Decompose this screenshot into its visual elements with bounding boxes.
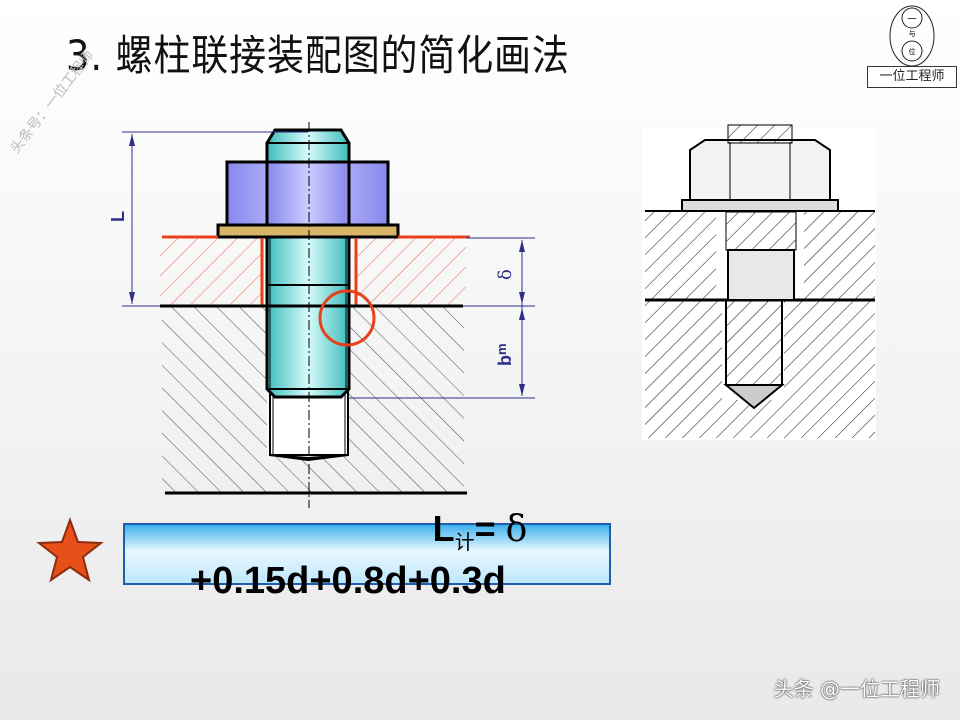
- watermark-bottom-right: 头条 @一位工程师: [773, 677, 940, 701]
- dimension-delta: δ: [495, 269, 516, 280]
- formula-line2: +0.15d+0.8d+0.3d: [190, 560, 506, 602]
- dimension-L: L: [108, 211, 128, 222]
- washer: [216, 223, 400, 239]
- stud-assembly-illustration: [642, 124, 876, 440]
- svg-text:一: 一: [907, 15, 916, 25]
- logo-text: 一位工程师: [867, 66, 957, 88]
- formula-line1: L计= δ: [432, 508, 528, 555]
- formula-box: [123, 523, 611, 585]
- slide-title: 3. 螺柱联接装配图的简化画法: [66, 31, 570, 80]
- svg-text:位: 位: [909, 47, 916, 56]
- highlight-circle: [318, 289, 376, 347]
- dimension-bm: bm: [494, 343, 515, 366]
- svg-text:与: 与: [909, 30, 916, 38]
- star-icon: [36, 517, 104, 583]
